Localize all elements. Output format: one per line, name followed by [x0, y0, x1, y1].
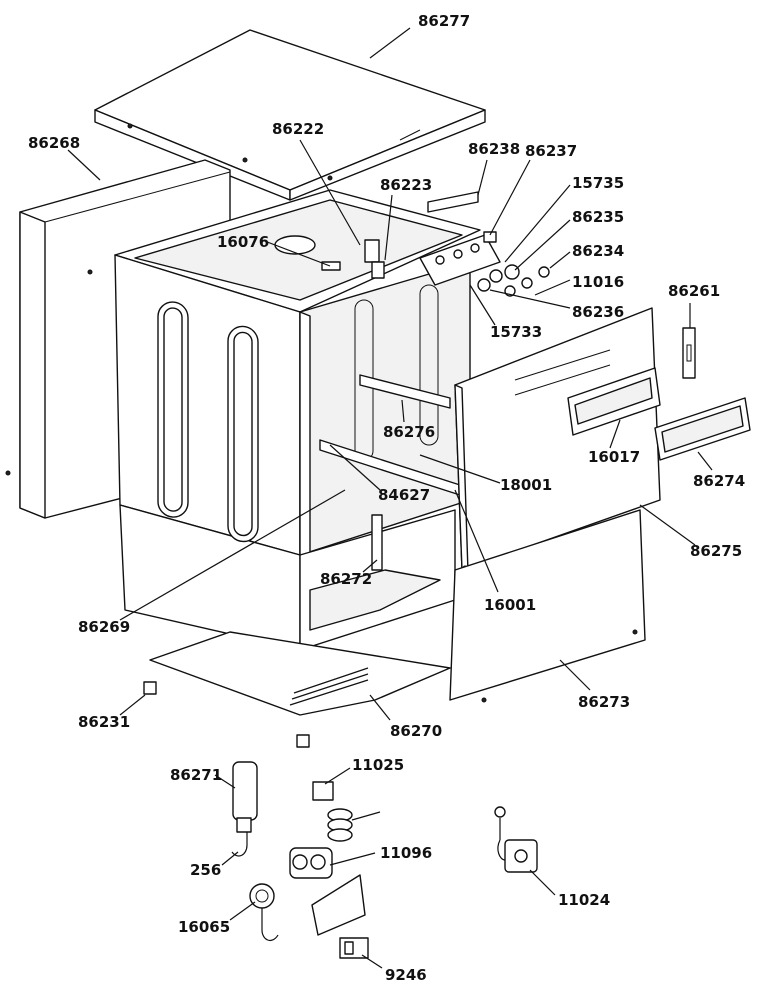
- hook-part: [231, 832, 248, 857]
- part-label: 86277: [418, 12, 470, 30]
- kick-panel: [449, 509, 646, 703]
- part-label: 86234: [572, 242, 624, 260]
- heating-coil: [327, 808, 381, 842]
- part-label: 86272: [320, 570, 372, 588]
- gauge-part: [249, 883, 279, 942]
- timer-motor: [289, 847, 333, 879]
- door-panel: [454, 307, 661, 573]
- part-label: 86223: [380, 176, 432, 194]
- part-label: 15733: [490, 323, 542, 341]
- part-label: 18001: [500, 476, 552, 494]
- leader-lines: [67, 27, 713, 969]
- part-label: 86231: [78, 713, 130, 731]
- part-label: 11025: [352, 756, 404, 774]
- part-label: 16065: [178, 918, 230, 936]
- part-label: 86238: [468, 140, 520, 158]
- small-hinge: [371, 514, 383, 571]
- part-labels: 86277 86268 86222 86238 86237 86223 1573…: [28, 12, 745, 984]
- part-label: 86237: [525, 142, 577, 160]
- part-label: 86236: [572, 303, 624, 321]
- part-label: 86274: [693, 472, 745, 490]
- feet: [143, 681, 310, 748]
- thermostat-box: [312, 781, 334, 801]
- part-label: 256: [190, 861, 221, 879]
- part-label: 86275: [690, 542, 742, 560]
- part-label: 86268: [28, 134, 80, 152]
- pressure-switch: [494, 806, 538, 873]
- mounting-plate: [311, 874, 366, 936]
- hinge-bracket: [682, 327, 696, 379]
- part-label: 9246: [385, 966, 427, 984]
- part-label: 86273: [578, 693, 630, 711]
- cylinder-part: [232, 761, 258, 821]
- part-label: 11096: [380, 844, 432, 862]
- part-label: 16076: [217, 233, 269, 251]
- cabinet-body: [114, 189, 481, 651]
- part-label: 86269: [78, 618, 130, 636]
- part-label: 11024: [558, 891, 610, 909]
- part-label: 86261: [668, 282, 720, 300]
- part-label: 11016: [572, 273, 624, 291]
- part-label: 86222: [272, 120, 324, 138]
- part-label: 16017: [588, 448, 640, 466]
- knobs: [489, 264, 550, 297]
- plate-vent-slots: [289, 667, 369, 706]
- part-label: 15735: [572, 174, 624, 192]
- part-label: 86270: [390, 722, 442, 740]
- lower-components: [231, 761, 538, 959]
- door-handle: [654, 397, 751, 461]
- part-label: 86276: [383, 423, 435, 441]
- vent-cover: [427, 191, 479, 213]
- part-label: 86271: [170, 766, 222, 784]
- part-label: 16001: [484, 596, 536, 614]
- part-label: 86235: [572, 208, 624, 226]
- part-label: 84627: [378, 486, 430, 504]
- control-bracket: [419, 231, 501, 292]
- top-lid: [94, 29, 486, 201]
- bottom-plate: [149, 631, 451, 716]
- relay-part: [339, 937, 369, 959]
